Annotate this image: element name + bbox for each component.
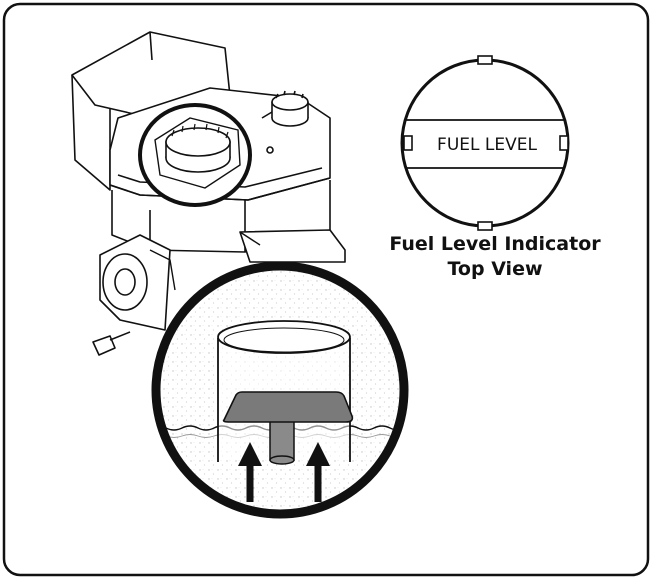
indicator-tab-right [559,135,569,151]
rising-arrows [238,442,330,502]
indicator-label: FUEL LEVEL [437,135,537,155]
indicator-tab-left [403,135,413,151]
magnified-view [151,261,409,519]
magnifier-leader [149,231,261,291]
indicator-tab-bottom [477,221,493,231]
caption-title: Fuel Level Indicator [389,233,601,255]
caption-subtitle: Top View [447,258,543,280]
indicator-tab-top [477,55,493,65]
float-disk [222,391,354,465]
fuel-cap-callout [138,103,252,207]
indicator-top-view: FUEL LEVEL [400,55,570,231]
